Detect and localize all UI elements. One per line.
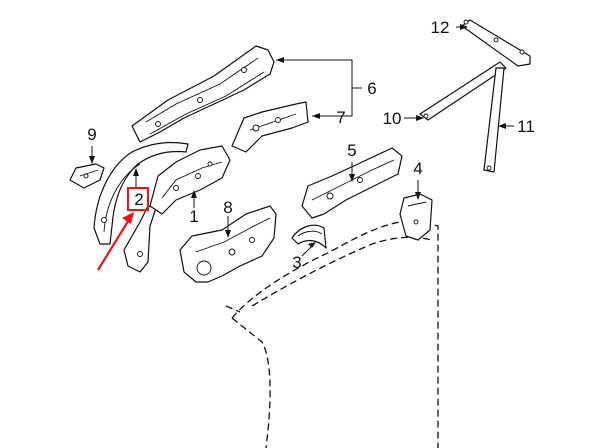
callout-9: 9 <box>87 125 96 144</box>
callout-12: 12 <box>431 18 450 37</box>
part-10-strut <box>419 61 507 121</box>
fender-outline <box>225 219 439 448</box>
callout-7: 7 <box>336 108 345 127</box>
callout-11: 11 <box>517 117 535 136</box>
callout-6: 6 <box>367 79 376 98</box>
callout-8: 8 <box>223 198 232 217</box>
part-9-bracket <box>69 163 105 189</box>
part-8-lower-apron <box>179 205 277 283</box>
callout-3: 3 <box>292 253 301 272</box>
callout-5: 5 <box>347 141 356 160</box>
part-12-strut-bracket <box>461 19 531 67</box>
callout-10: 10 <box>383 109 402 128</box>
part-4-bracket <box>399 193 433 241</box>
highlight-arrowhead <box>122 212 134 224</box>
part-6-upper-rail <box>131 45 275 143</box>
part-2-arch-reinforcement <box>93 141 189 273</box>
part-3-shield <box>291 224 327 249</box>
part-7-bracket <box>231 101 309 153</box>
highlight-arrow <box>97 217 131 271</box>
callouts: 1 2 3 4 5 6 7 8 9 10 11 12 <box>87 18 535 272</box>
highlight-box <box>127 187 149 211</box>
leader-lines <box>89 24 514 257</box>
part-11-strut <box>483 67 505 173</box>
callout-1: 1 <box>189 207 198 226</box>
part-5-side-panel <box>301 147 403 219</box>
callout-2: 2 <box>134 190 143 209</box>
callout-4: 4 <box>413 159 422 178</box>
highlight-callout-2 <box>97 187 149 271</box>
part-1-apron <box>149 145 231 215</box>
